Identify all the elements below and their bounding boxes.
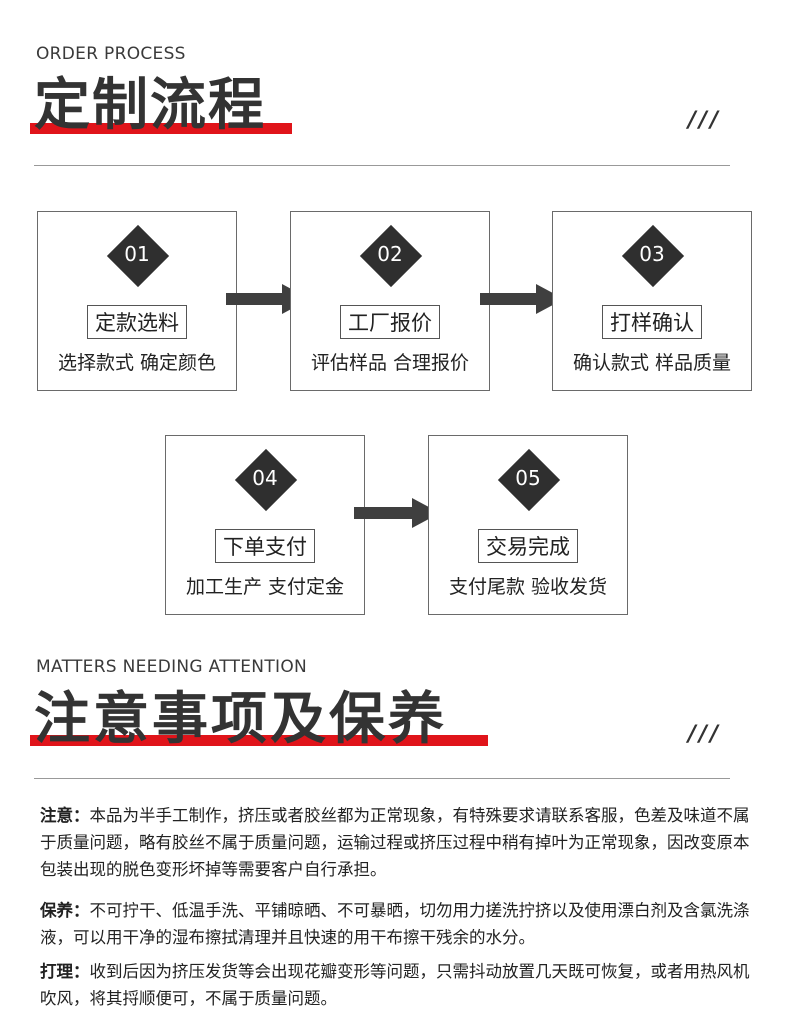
- order-slash-decoration: ///: [688, 108, 722, 133]
- attention-en-title: MATTERS NEEDING ATTENTION: [36, 657, 308, 677]
- note-key: 注意：: [40, 806, 90, 825]
- note-maintenance-paragraph: 保养：不可拧干、低温手洗、平铺晾晒、不可暴晒，切勿用力搓洗拧挤以及使用漂白剂及含…: [40, 897, 764, 951]
- step-label: 打样确认: [602, 305, 702, 339]
- step-card-02: 02 工厂报价 评估样品 合理报价: [290, 211, 490, 391]
- note-text: 本品为半手工制作，挤压或者胶丝都为正常现象，有特殊要求请联系客服，色差及味道不属…: [40, 806, 750, 879]
- note-key: 打理：: [40, 962, 90, 981]
- step-label: 定款选料: [87, 305, 187, 339]
- step-card-04: 04 下单支付 加工生产 支付定金: [165, 435, 365, 615]
- order-title-underline: [30, 123, 292, 134]
- step-card-03: 03 打样确认 确认款式 样品质量: [552, 211, 752, 391]
- step-number: 01: [124, 242, 150, 266]
- step-number: 05: [515, 466, 541, 490]
- step-card-01: 01 定款选料 选择款式 确定颜色: [37, 211, 237, 391]
- order-divider: [34, 165, 730, 166]
- step-description: 评估样品 合理报价: [310, 352, 470, 374]
- order-process-en-title: ORDER PROCESS: [36, 44, 186, 64]
- note-attention-paragraph: 注意：本品为半手工制作，挤压或者胶丝都为正常现象，有特殊要求请联系客服，色差及味…: [40, 802, 764, 883]
- step-number: 04: [252, 466, 278, 490]
- note-care-paragraph: 打理：收到后因为挤压发货等会出现花瓣变形等问题，只需抖动放置几天既可恢复，或者用…: [40, 958, 764, 1012]
- note-key: 保养：: [40, 901, 90, 920]
- attention-cn-title: 注意事项及保养: [34, 687, 447, 752]
- attention-divider: [34, 778, 730, 779]
- order-process-cn-title: 定制流程: [34, 73, 266, 138]
- step-card-05: 05 交易完成 支付尾款 验收发货: [428, 435, 628, 615]
- step-description: 选择款式 确定颜色: [57, 352, 217, 374]
- step-number: 02: [377, 242, 403, 266]
- attention-slash-decoration: ///: [688, 722, 722, 747]
- step-label: 交易完成: [478, 529, 578, 563]
- step-label: 下单支付: [215, 529, 315, 563]
- step-description: 确认款式 样品质量: [572, 352, 732, 374]
- attention-title-underline: [30, 735, 488, 746]
- note-text: 不可拧干、低温手洗、平铺晾晒、不可暴晒，切勿用力搓洗拧挤以及使用漂白剂及含氯洗涤…: [40, 901, 750, 947]
- step-description: 支付尾款 验收发货: [448, 576, 608, 598]
- note-text: 收到后因为挤压发货等会出现花瓣变形等问题，只需抖动放置几天既可恢复，或者用热风机…: [40, 962, 750, 1008]
- step-description: 加工生产 支付定金: [185, 576, 345, 598]
- step-label: 工厂报价: [340, 305, 440, 339]
- step-number: 03: [639, 242, 665, 266]
